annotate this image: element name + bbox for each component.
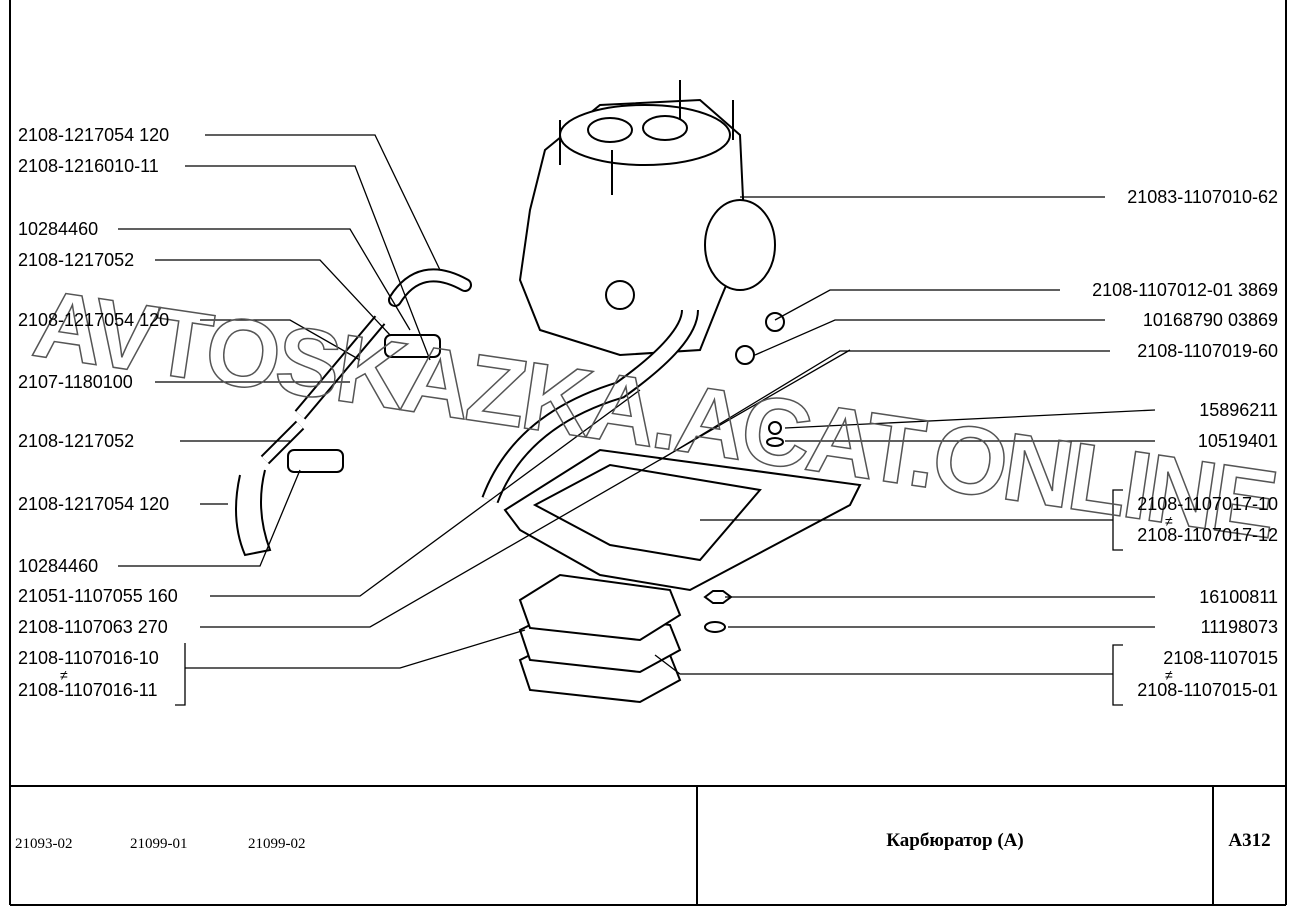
not-equal-sign: ≠: [60, 667, 68, 683]
part-label: 2108-1107012-01 3869: [1092, 280, 1278, 300]
part-label: 2108-1107019-60: [1137, 341, 1278, 361]
part-label: 21051-1107055 160: [18, 586, 178, 606]
not-equal-sign: ≠: [1165, 513, 1173, 529]
not-equal-sign: ≠: [1165, 667, 1173, 683]
part-label: 2108-1107015-01: [1137, 680, 1278, 700]
part-label: 10284460: [18, 219, 99, 239]
part-label: 2108-1217054 120: [18, 494, 170, 514]
carburetor-assembly: [235, 80, 862, 704]
model-code: 21099-01: [130, 836, 188, 852]
part-label: 2108-1107063 270: [18, 617, 168, 637]
leader-lines: [118, 134, 1156, 706]
part-label: 10519401: [1197, 431, 1278, 451]
diagram-code: А312: [1228, 830, 1271, 851]
part-label: 10284460: [18, 556, 99, 576]
model-code: 21093-02: [15, 836, 73, 852]
part-label: 2108-1107016-11: [18, 680, 158, 700]
part-label: 2108-1217054 120: [18, 310, 170, 330]
part-label: 2108-1107017-12: [1137, 525, 1278, 545]
part-label: 2108-1107015: [1163, 648, 1278, 668]
part-label: 15896211: [1199, 400, 1278, 420]
part-label: 2108-1107016-10: [18, 648, 159, 668]
diagram-title: Карбюратор (А): [886, 830, 1024, 851]
part-label: 2108-1217052: [18, 431, 135, 451]
part-label: 11198073: [1200, 617, 1278, 637]
part-label: 2108-1217054 120: [18, 125, 170, 145]
part-label: 2108-1107017-10: [1137, 494, 1278, 514]
part-label: 10168790 03869: [1142, 310, 1278, 330]
part-label: 2108-1216010-11: [18, 156, 159, 176]
page-frame: [9, 0, 1287, 906]
part-label: 2108-1217052: [18, 250, 135, 270]
part-label: 2107-1180100: [18, 372, 133, 392]
model-code: 21099-02: [248, 836, 306, 852]
part-label: 21083-1107010-62: [1127, 187, 1278, 207]
part-label: 16100811: [1199, 587, 1278, 607]
